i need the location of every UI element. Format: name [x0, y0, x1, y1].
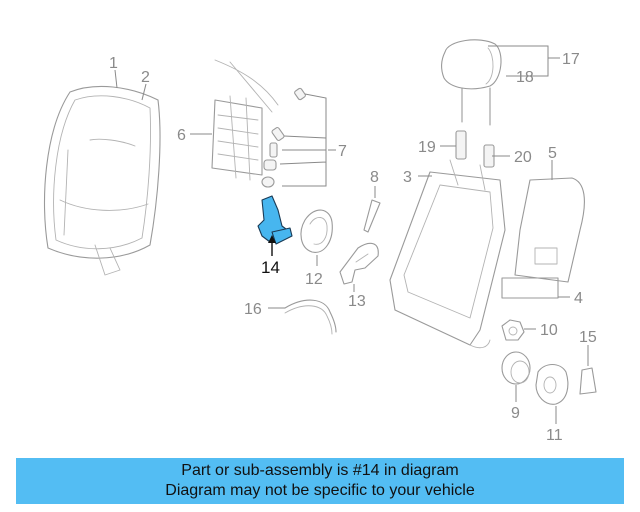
callout-1: 1	[109, 55, 118, 72]
headrest[interactable]	[440, 39, 502, 126]
callout-12: 12	[305, 271, 323, 288]
callout-8: 8	[370, 169, 379, 186]
callout-9: 9	[511, 405, 520, 422]
callout-14: 14	[261, 258, 280, 277]
hardware-kit[interactable]	[261, 87, 306, 188]
callout-16: 16	[244, 301, 262, 318]
callout-18: 18	[516, 69, 534, 86]
recline-knob[interactable]	[501, 319, 525, 341]
callout-17: 17	[562, 51, 580, 68]
lumbar-support[interactable]	[211, 59, 279, 181]
retaining-pin[interactable]	[363, 199, 381, 233]
banner-line-1: Part or sub-assembly is #14 in diagram	[181, 462, 459, 479]
callout-10: 10	[540, 322, 558, 339]
cover-plate[interactable]	[300, 209, 333, 253]
back-panel[interactable]	[514, 177, 585, 283]
callout-5: 5	[548, 145, 557, 162]
info-banner: Part or sub-assembly is #14 in diagram D…	[16, 458, 624, 504]
callout-15: 15	[579, 329, 597, 346]
cap[interactable]	[535, 363, 569, 405]
callout-arrow-14	[268, 235, 276, 256]
seat-back-pad[interactable]	[43, 85, 161, 276]
button[interactable]	[579, 367, 597, 395]
handwheel[interactable]	[501, 351, 531, 385]
headrest-guides[interactable]	[455, 130, 495, 168]
bracket[interactable]	[339, 242, 379, 285]
parts-diagram: 1 2 3 4 5 6 7 8 9 10 11 12 13 14 15 16 1…	[43, 39, 597, 444]
callout-2: 2	[141, 69, 150, 86]
highlighted-part-14[interactable]	[257, 195, 293, 245]
callout-19: 19	[418, 139, 436, 156]
callout-13: 13	[348, 293, 366, 310]
seat-back-frame[interactable]	[389, 159, 506, 349]
callout-6: 6	[177, 127, 186, 144]
trim-strip[interactable]	[501, 277, 559, 299]
banner-line-2: Diagram may not be specific to your vehi…	[165, 482, 475, 499]
cable[interactable]	[284, 299, 337, 333]
leader-lines	[114, 45, 589, 424]
callout-3: 3	[403, 169, 412, 186]
callout-11: 11	[546, 427, 563, 444]
callout-4: 4	[574, 290, 583, 307]
callout-7: 7	[338, 143, 347, 160]
callout-20: 20	[514, 149, 532, 166]
